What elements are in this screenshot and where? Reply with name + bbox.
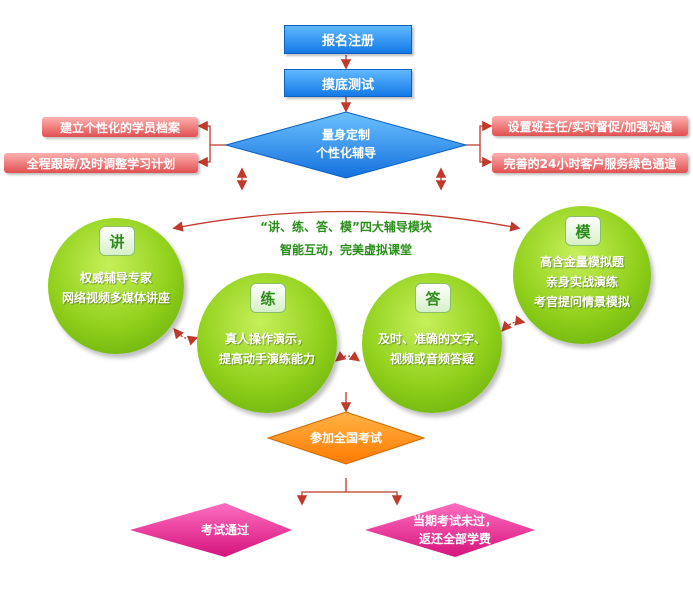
custom-diamond: [224, 111, 468, 179]
module-da-text: 及时、准确的文字、 视频或音频答疑: [362, 329, 502, 369]
exam-label: 参加全国考试: [309, 431, 382, 445]
module-lian-line1: 真人操作演示，: [224, 332, 309, 346]
arrow-left-bottom: [197, 145, 211, 168]
module-mo-line2: 亲身实战演练: [545, 275, 618, 289]
module-mo-line1: 高含金量模拟题: [539, 255, 624, 269]
module-jiang-circle: 讲 权威辅导专家 网络视频多媒体讲座: [48, 218, 184, 354]
left-pill-profile: 建立个性化的学员档案: [42, 117, 198, 137]
module-jiang-line1: 权威辅导专家: [79, 271, 152, 285]
arrow-to-fail: [346, 491, 403, 506]
module-jiang-line2: 网络视频多媒体讲座: [61, 291, 170, 305]
test-box: 摸底测试: [284, 69, 412, 97]
arrow-right-bottom: [479, 145, 493, 168]
center-caption: “讲、练、答、模”四大辅导模块 智能互动，完美虚拟课堂: [246, 218, 446, 258]
module-mo-line3: 考官提问情景模拟: [533, 295, 630, 309]
right-pill-teacher: 设置班主任/实时督促/加强沟通: [492, 116, 688, 136]
register-label: 报名注册: [321, 34, 374, 49]
custom-line2: 个性化辅导: [315, 146, 376, 160]
arrow-jiang-lian: [173, 328, 199, 346]
arrow-lian-da: [334, 351, 361, 362]
test-label: 摸底测试: [321, 77, 374, 93]
fail-line1: 当期考试未过，: [412, 514, 497, 528]
custom-line1: 量身定制: [321, 128, 370, 142]
right-pill-service: 完善的24小时客户服务绿色通道: [492, 153, 688, 173]
fail-diamond: [365, 503, 535, 557]
module-da-line2: 视频或音频答疑: [389, 352, 474, 366]
module-jiang-text: 权威辅导专家 网络视频多媒体讲座: [48, 268, 184, 308]
custom-text: 量身定制 个性化辅导: [296, 126, 396, 162]
module-mo-badge: 模: [565, 216, 601, 246]
pass-text: 考试通过: [180, 521, 270, 539]
register-box: 报名注册: [284, 25, 412, 54]
pass-label: 考试通过: [200, 523, 249, 537]
fail-line2: 返还全部学费: [418, 532, 491, 546]
fail-text: 当期考试未过， 返还全部学费: [400, 512, 510, 548]
pass-diamond: [130, 503, 292, 557]
left-pill-tracking-label: 全程跟踪/及时调整学习计划: [26, 156, 176, 171]
right-pill-teacher-label: 设置班主任/实时督促/加强沟通: [507, 119, 673, 134]
module-jiang-badge: 讲: [99, 226, 135, 256]
module-lian-line2: 提高动手演练能力: [218, 352, 315, 366]
module-da-circle: 答 及时、准确的文字、 视频或音频答疑: [362, 273, 502, 413]
arrow-to-pass: [296, 478, 347, 506]
arrow-right-top: [465, 120, 493, 146]
left-pill-tracking: 全程跟踪/及时调整学习计划: [4, 153, 198, 173]
center-caption-line2: 智能互动，完美虚拟课堂: [279, 243, 412, 257]
module-mo-text: 高含金量模拟题 亲身实战演练 考官提问情景模拟: [513, 252, 651, 312]
right-pill-service-label: 完善的24小时客户服务绿色通道: [503, 156, 677, 171]
left-pill-profile-label: 建立个性化的学员档案: [59, 120, 180, 135]
module-lian-badge: 练: [250, 283, 286, 313]
module-da-line1: 及时、准确的文字、: [377, 332, 486, 346]
module-lian-circle: 练 真人操作演示， 提高动手演练能力: [197, 273, 337, 413]
arrow-da-mo: [501, 315, 526, 332]
module-da-badge: 答: [415, 283, 451, 313]
exam-text: 参加全国考试: [296, 429, 396, 447]
exam-diamond: [266, 411, 426, 465]
module-mo-circle: 模 高含金量模拟题 亲身实战演练 考官提问情景模拟: [513, 206, 651, 344]
arrow-arc: [172, 210, 521, 232]
center-caption-line1: “讲、练、答、模”四大辅导模块: [260, 220, 432, 234]
arrow-left-top: [197, 120, 228, 146]
module-lian-text: 真人操作演示， 提高动手演练能力: [197, 329, 337, 369]
